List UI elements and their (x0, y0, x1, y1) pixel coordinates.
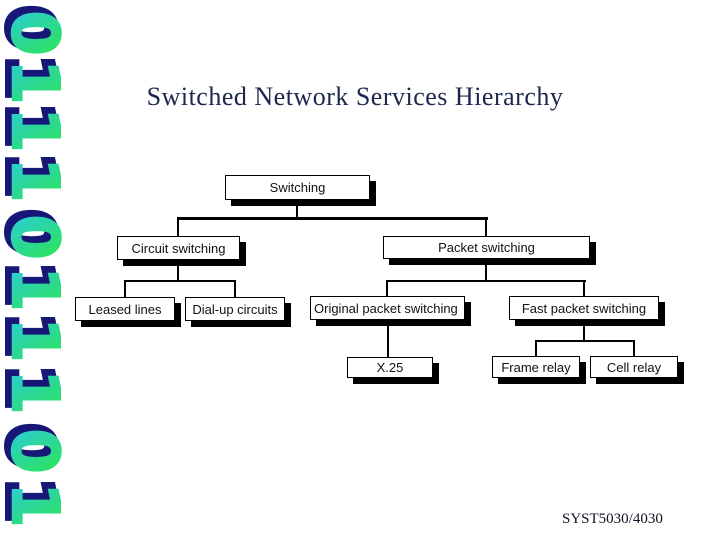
connector-line (386, 280, 388, 296)
connector-line (485, 217, 487, 236)
svg-text:1: 1 (0, 262, 66, 307)
svg-text:1: 1 (0, 60, 71, 105)
node-label: Packet switching (438, 240, 535, 255)
connector-line (485, 258, 487, 281)
node-label: Cell relay (606, 359, 662, 375)
binary-digit-strip: 00111111001111110011 (0, 3, 72, 529)
connector-line (535, 340, 537, 356)
svg-text:0: 0 (0, 215, 71, 260)
svg-text:0: 0 (0, 429, 71, 474)
connector-line (535, 340, 635, 342)
connector-line (633, 340, 635, 356)
node-circuit-switching: Circuit switching (117, 236, 240, 260)
node-label: Switching (269, 180, 326, 195)
svg-text:0: 0 (0, 6, 66, 51)
svg-text:1: 1 (0, 313, 66, 358)
connector-line (234, 280, 236, 297)
svg-text:0: 0 (0, 424, 66, 469)
course-code: SYST5030/4030 (562, 511, 663, 527)
node-switching: Switching (225, 175, 370, 200)
node-label: Leased lines (88, 301, 162, 317)
slide-title: Switched Network Services Hierarchy (146, 82, 564, 111)
connector-line (387, 319, 389, 357)
node-packet-switching: Packet switching (383, 236, 590, 259)
connector-line (177, 217, 179, 236)
node-label: Circuit switching (131, 240, 226, 256)
connector-line (177, 217, 488, 220)
node-leased-lines: Leased lines (75, 297, 175, 321)
svg-text:1: 1 (0, 483, 71, 528)
node-label: Frame relay (501, 359, 571, 375)
svg-text:0: 0 (0, 210, 66, 255)
connector-line (296, 199, 298, 219)
node-label: Dial-up circuits (192, 301, 278, 317)
svg-text:1: 1 (0, 267, 71, 312)
node-frame-relay: Frame relay (492, 356, 580, 378)
svg-text:1: 1 (0, 55, 66, 100)
connector-line (177, 259, 179, 281)
connector-line (583, 280, 585, 296)
node-label: X.25 (376, 360, 404, 375)
svg-text:1: 1 (0, 103, 66, 148)
node-label: Fast packet switching (521, 300, 647, 316)
svg-text:1: 1 (0, 108, 71, 153)
connector-line (124, 280, 236, 282)
node-cell-relay: Cell relay (590, 356, 678, 378)
svg-text:1: 1 (0, 318, 71, 363)
node-dial-up-circuits: Dial-up circuits (185, 297, 285, 321)
node-x25: X.25 (347, 357, 433, 378)
connector-line (583, 319, 585, 342)
svg-text:1: 1 (0, 365, 66, 410)
connector-line (124, 280, 126, 297)
svg-text:1: 1 (0, 153, 66, 198)
node-label: Original packet switching (314, 300, 458, 316)
node-original-packet-switching: Original packet switching (310, 296, 465, 320)
svg-text:0: 0 (0, 11, 71, 56)
svg-text:1: 1 (0, 478, 66, 523)
svg-text:1: 1 (0, 370, 71, 415)
node-fast-packet-switching: Fast packet switching (509, 296, 659, 320)
connector-line (386, 280, 586, 282)
svg-text:1: 1 (0, 158, 71, 203)
